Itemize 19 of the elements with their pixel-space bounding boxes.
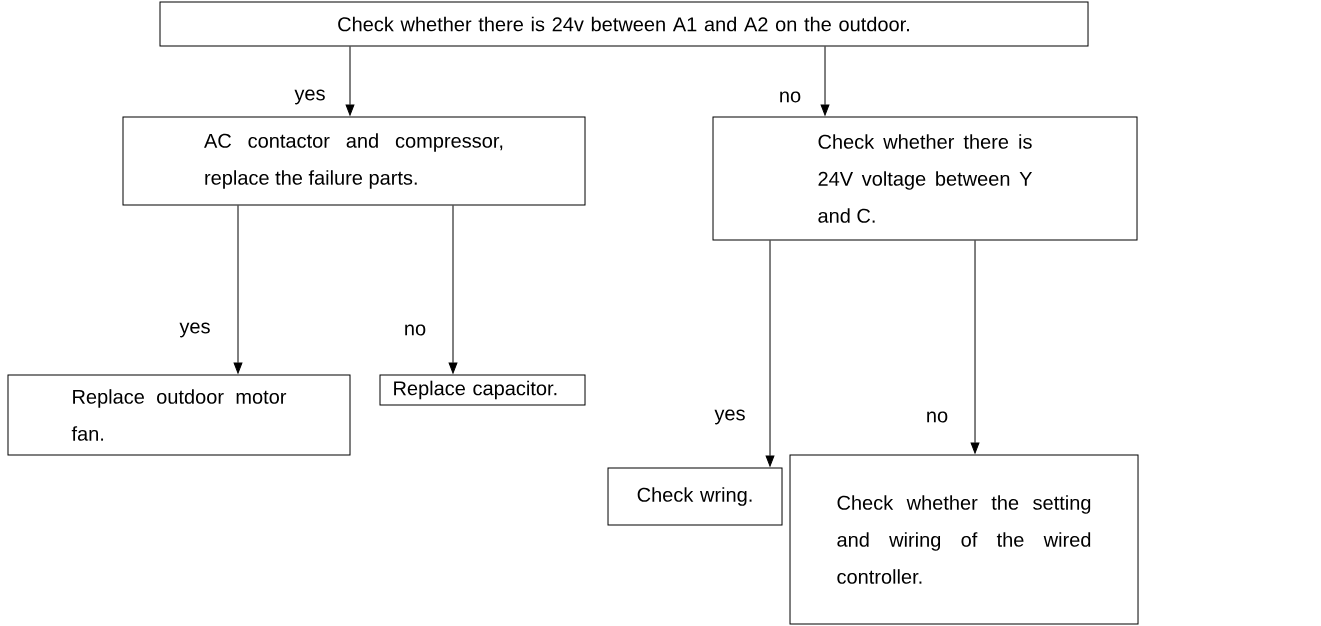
arrow — [765, 240, 775, 467]
arrow — [448, 205, 458, 374]
process-box: Check whether the setting and wiring of the wired controller. — [789, 454, 1139, 625]
edge-label: yes — [714, 409, 745, 425]
edge-label: no — [927, 411, 948, 423]
edge-label: yes — [294, 89, 325, 105]
process-box: Check whether there is 24V voltage between Y and C. — [712, 116, 1138, 241]
arrow — [345, 46, 355, 116]
process-box: Replace capacitor. — [379, 374, 586, 406]
arrow — [233, 205, 243, 374]
edge-label: no — [780, 91, 801, 103]
edge-label: yes — [179, 322, 210, 338]
edge-label: no — [405, 324, 426, 336]
arrow — [820, 46, 830, 116]
process-box: Check wring. — [607, 467, 783, 526]
process-box: Replace outdoor motor fan. — [7, 374, 351, 456]
process-box: Check whether there is 24v between A1 and A2 on the outdoor. — [159, 1, 1089, 47]
arrow — [970, 240, 980, 454]
process-box: AC contactor and compressor, replace the failure parts. — [122, 116, 586, 206]
